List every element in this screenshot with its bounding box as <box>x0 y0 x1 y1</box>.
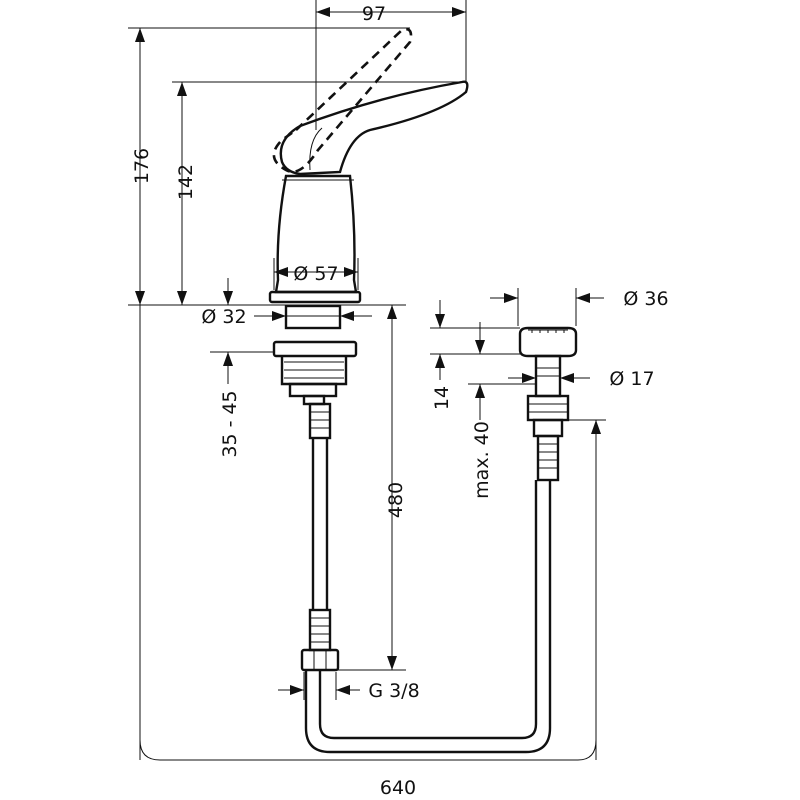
dim-knob-shank-diameter: Ø 17 <box>609 368 654 390</box>
dim-body-diameter: Ø 57 <box>293 263 338 285</box>
dim-knob-diameter: Ø 36 <box>623 288 668 310</box>
dim-knob-height: 14 <box>431 386 453 410</box>
dimension-lines <box>128 0 606 761</box>
dim-distance: 640 <box>380 777 416 799</box>
u-hose <box>304 480 552 754</box>
lever-raised-outline <box>272 27 413 174</box>
dim-deck-thickness: 35 - 45 <box>219 390 241 457</box>
dim-thread: G 3/8 <box>368 680 419 702</box>
diverter-knob <box>518 326 578 482</box>
lever <box>279 80 469 176</box>
dim-spout-reach: 97 <box>362 3 386 25</box>
left-hose <box>300 402 340 672</box>
dim-shank-diameter: Ø 32 <box>201 306 246 328</box>
dim-total-height: 176 <box>131 148 153 184</box>
dimension-labels: 97 176 142 Ø 57 Ø 32 35 - 45 480 G 3/8 6… <box>131 3 669 799</box>
dim-hose-length: 480 <box>385 482 407 518</box>
dim-knob-max: max. 40 <box>471 421 493 499</box>
dim-handle-height: 142 <box>175 164 197 200</box>
mixer-body <box>268 27 469 406</box>
